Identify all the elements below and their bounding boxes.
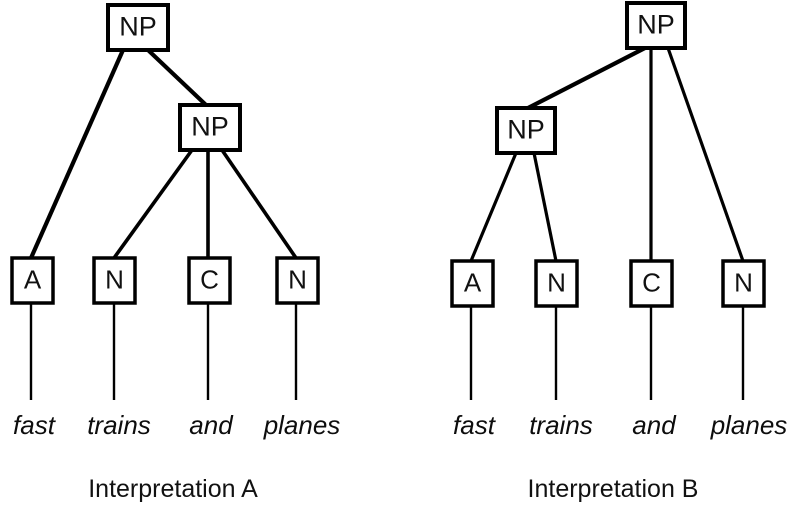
node-box-c: [187, 256, 232, 305]
node-label-np-inner: NP: [507, 115, 545, 145]
branch-root-to-np: [527, 46, 646, 110]
node-box-n1: [534, 259, 579, 308]
node-c[interactable]: C: [187, 256, 232, 305]
leaf-word-leaf-and: and: [189, 410, 234, 440]
node-box-np-root: [106, 3, 170, 52]
node-label-n1: N: [105, 264, 124, 294]
branch-np-to-n1: [112, 148, 194, 260]
node-box-n1: [92, 256, 137, 305]
node-label-np-root: NP: [119, 12, 157, 42]
node-np-root[interactable]: NP: [106, 3, 170, 52]
node-label-c: C: [642, 267, 661, 297]
leaf-word-leaf-fast: fast: [13, 410, 57, 440]
node-label-a: A: [464, 267, 482, 297]
node-n1[interactable]: N: [92, 256, 137, 305]
node-box-c: [629, 259, 674, 308]
branch-np-to-n2: [220, 148, 298, 260]
node-label-n1: N: [547, 267, 566, 297]
branch-root-to-a: [29, 49, 125, 259]
node-label-a: A: [24, 264, 42, 294]
node-c[interactable]: C: [629, 259, 674, 308]
node-box-a: [450, 259, 495, 308]
node-box-n2: [721, 259, 766, 308]
node-label-np-root: NP: [637, 10, 675, 40]
node-box-np-inner: [178, 103, 242, 152]
branch-np-to-a: [469, 152, 518, 262]
node-a[interactable]: A: [450, 259, 495, 308]
caption-b: Interpretation B: [528, 475, 699, 503]
node-n1[interactable]: N: [534, 259, 579, 308]
leaf-word-leaf-fast: fast: [453, 410, 497, 440]
node-box-np-root: [625, 1, 687, 50]
leaf-word-leaf-and: and: [632, 410, 677, 440]
node-np-inner[interactable]: NP: [178, 103, 242, 152]
branch-np-to-n1: [532, 152, 558, 262]
branch-root-to-np: [146, 48, 208, 107]
leaf-word-leaf-planes: planes: [710, 410, 788, 440]
leaf-word-leaf-planes: planes: [263, 410, 341, 440]
node-label-n2: N: [288, 264, 307, 294]
node-label-n2: N: [734, 267, 753, 297]
node-n2[interactable]: N: [721, 259, 766, 308]
node-box-a: [10, 256, 55, 305]
node-box-np-inner: [495, 106, 557, 155]
node-box-n2: [275, 256, 320, 305]
caption-a: Interpretation A: [88, 475, 258, 503]
node-a[interactable]: A: [10, 256, 55, 305]
node-np-inner[interactable]: NP: [495, 106, 557, 155]
node-label-c: C: [200, 264, 219, 294]
branch-root-to-n2: [666, 47, 745, 262]
node-label-np-inner: NP: [191, 112, 229, 142]
leaf-word-leaf-trains: trains: [529, 410, 593, 440]
leaf-word-leaf-trains: trains: [87, 410, 151, 440]
node-np-root[interactable]: NP: [625, 1, 687, 50]
node-n2[interactable]: N: [275, 256, 320, 305]
